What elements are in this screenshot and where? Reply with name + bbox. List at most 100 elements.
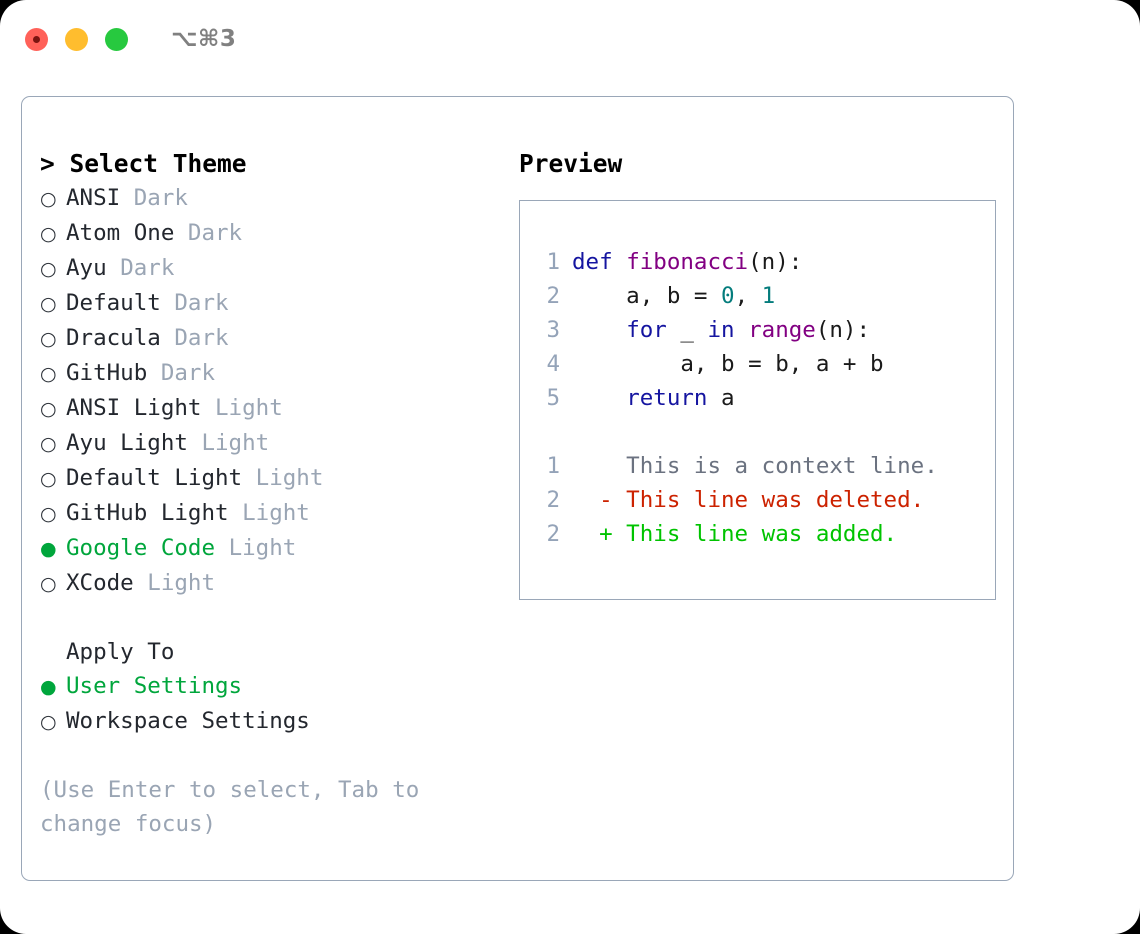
code-token-pln: _ — [666, 317, 708, 343]
theme-name-label: Default Light — [66, 465, 243, 491]
spacer — [215, 531, 229, 565]
theme-name-label: Dracula — [66, 325, 161, 351]
code-token-num: 0 — [721, 283, 735, 309]
radio-unselected-icon: ○ — [40, 223, 57, 245]
theme-list-item[interactable]: ●Google Code Light — [40, 531, 502, 566]
radio-selected-icon: ● — [40, 538, 57, 560]
code-token-pln: (n): — [748, 249, 803, 275]
theme-kind-label: Dark — [120, 255, 175, 281]
code-text: return a — [572, 381, 735, 415]
theme-list-item[interactable]: ○GitHub Light Light — [40, 496, 502, 531]
spacer — [242, 461, 256, 495]
radio-unselected-icon: ○ — [40, 433, 57, 455]
theme-list-item[interactable]: ○XCode Light — [40, 566, 502, 601]
code-line: 4 a, b = b, a + b — [538, 347, 995, 381]
theme-list-item[interactable]: ○Ayu Dark — [40, 251, 502, 286]
apply-to-list: ●User Settings○Workspace Settings — [40, 669, 502, 739]
theme-kind-label: Light — [215, 395, 283, 421]
theme-name-label: XCode — [66, 570, 134, 596]
apply-to-item[interactable]: ○Workspace Settings — [40, 704, 502, 739]
theme-list: ○ANSI Dark○Atom One Dark○Ayu Dark○Defaul… — [40, 181, 502, 601]
spacer — [161, 321, 175, 355]
line-number: 1 — [546, 249, 560, 275]
line-number: 3 — [546, 317, 560, 343]
theme-list-item[interactable]: ○Atom One Dark — [40, 216, 502, 251]
apply-to-item[interactable]: ●User Settings — [40, 669, 502, 704]
main-panel: > Select Theme ○ANSI Dark○Atom One Dark○… — [21, 96, 1014, 881]
line-number: 2 — [546, 487, 560, 513]
maximize-button[interactable] — [105, 27, 128, 51]
spacer — [161, 286, 175, 320]
radio-unselected-icon: ○ — [40, 258, 57, 280]
theme-selector-column: > Select Theme ○ANSI Dark○Atom One Dark○… — [40, 147, 502, 880]
code-token-kw: for — [626, 317, 667, 343]
spacer — [134, 566, 148, 600]
apply-to-label: User Settings — [66, 673, 243, 699]
spacer — [538, 415, 995, 449]
close-button[interactable] — [25, 27, 48, 51]
preview-heading: Preview — [519, 149, 623, 178]
spacer — [40, 601, 502, 635]
theme-name-label: GitHub — [66, 360, 148, 386]
line-number: 2 — [546, 521, 560, 547]
code-token-pln: , — [734, 283, 762, 309]
code-token-kw: in — [707, 317, 735, 343]
theme-name-label: Default — [66, 290, 161, 316]
radio-unselected-icon: ○ — [40, 468, 57, 490]
spacer — [120, 181, 134, 215]
radio-unselected-icon: ○ — [40, 503, 57, 525]
keyboard-shortcut-label: ⌥⌘3 — [171, 26, 237, 52]
spacer — [201, 391, 215, 425]
keyboard-hint-text: (Use Enter to select, Tab to change focu… — [40, 777, 420, 837]
code-token-pln: a, b = — [572, 283, 722, 309]
theme-list-item[interactable]: ○ANSI Light Light — [40, 391, 502, 426]
diff-block: 1 This is a context line.2 - This line w… — [538, 449, 995, 551]
line-number: 4 — [546, 351, 560, 377]
code-text: a, b = b, a + b — [572, 347, 883, 381]
code-token-pln: a — [707, 385, 735, 411]
select-theme-heading: > Select Theme — [40, 149, 247, 178]
theme-kind-label: Light — [201, 430, 270, 456]
theme-list-item[interactable]: ○Default Dark — [40, 286, 502, 321]
theme-list-item[interactable]: ○ Default Light Light — [40, 461, 502, 496]
diff-text-ctx: This is a context line. — [572, 453, 938, 479]
code-token-pln — [613, 249, 627, 275]
radio-unselected-icon: ○ — [40, 711, 57, 733]
theme-kind-label: Dark — [174, 290, 229, 316]
code-token-num: 1 — [761, 283, 776, 309]
code-token-kw: return — [626, 385, 708, 411]
spacer — [147, 356, 161, 390]
code-line: 3 for _ in range(n): — [538, 313, 995, 347]
radio-unselected-icon: ○ — [40, 398, 57, 420]
code-text: a, b = 0, 1 — [572, 279, 775, 313]
apply-to-heading: Apply To — [66, 639, 175, 665]
theme-list-item[interactable]: ○ANSI Dark — [40, 181, 502, 216]
code-token-kw: def — [572, 249, 613, 275]
line-number: 2 — [546, 283, 560, 309]
theme-name-label: GitHub Light — [66, 500, 229, 526]
code-token-fn: fibonacci — [626, 249, 749, 275]
diff-line: 2 - This line was deleted. — [538, 483, 995, 517]
theme-name-label: Google Code — [66, 535, 216, 561]
radio-unselected-icon: ○ — [40, 363, 57, 385]
code-line: 5 return a — [538, 381, 995, 415]
theme-name-label: Ayu Light — [66, 430, 188, 456]
code-text: def fibonacci(n): — [572, 245, 802, 279]
minimize-button[interactable] — [65, 27, 88, 51]
spacer — [107, 251, 121, 285]
code-text: for _ in range(n): — [572, 313, 870, 347]
theme-list-item[interactable]: ○ Ayu Light Light — [40, 426, 502, 461]
theme-name-label: ANSI — [66, 185, 121, 211]
diff-line: 1 This is a context line. — [538, 449, 995, 483]
theme-kind-label: Light — [255, 465, 324, 491]
theme-kind-label: Dark — [187, 220, 243, 246]
theme-list-item[interactable]: ○GitHub Dark — [40, 356, 502, 391]
window-controls — [25, 27, 128, 51]
diff-text-add: + This line was added. — [572, 521, 898, 547]
theme-list-item[interactable]: ○Dracula Dark — [40, 321, 502, 356]
code-line: 1 def fibonacci(n): — [538, 245, 995, 279]
